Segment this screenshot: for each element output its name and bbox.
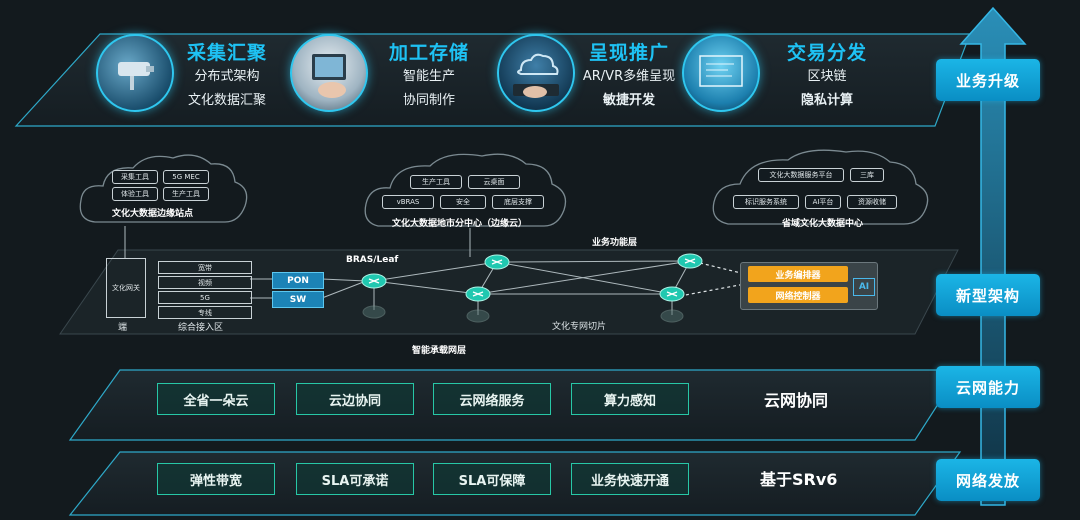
access-item: 专线 <box>158 306 252 319</box>
city-cloud <box>364 153 567 227</box>
feature-title: 采集汇聚 <box>186 42 267 64</box>
endpoint-label: 端 <box>118 323 128 333</box>
camera-icon <box>96 34 174 112</box>
feature-line: 隐私计算 <box>800 93 853 108</box>
business-layer-label: 业务功能层 <box>592 238 638 248</box>
city-chip: vBRAS <box>382 195 434 209</box>
cloud-item[interactable]: 算力感知 <box>571 383 689 415</box>
city-chip: 生产工具 <box>410 175 462 189</box>
province-chip: 标识服务系统 <box>733 195 799 209</box>
dashed-control-links <box>679 262 746 297</box>
bras-label: BRAS/Leaf <box>346 255 399 265</box>
edge-cloud <box>79 154 248 223</box>
edge-chip: 采集工具 <box>112 170 158 184</box>
feature-line: 区块链 <box>807 69 847 84</box>
cloud-item[interactable]: 云网络服务 <box>433 383 551 415</box>
cloud-item[interactable]: 云边协同 <box>296 383 414 415</box>
router-nodes <box>361 253 703 323</box>
province-chip: 三库 <box>850 168 884 182</box>
sw-node[interactable]: SW <box>272 291 324 308</box>
srv6-item[interactable]: 业务快速开通 <box>571 463 689 495</box>
controller-box[interactable]: 网络控制器 <box>748 287 848 303</box>
cloud-outlines <box>79 149 929 227</box>
city-chip: 底层支撑 <box>492 195 544 209</box>
feature-title: 交易分发 <box>786 42 867 64</box>
feature-line: 分布式架构 <box>194 69 260 84</box>
feature-line: 文化数据汇聚 <box>187 93 266 108</box>
feature-trade: 交易分发 区块链 隐私计算 <box>752 38 902 113</box>
access-item: 5G <box>158 291 252 304</box>
feature-title: 呈现推广 <box>588 42 669 64</box>
feature-process: 加工存储 智能生产 协同制作 <box>354 38 504 113</box>
slice-label: 文化专网切片 <box>552 322 607 332</box>
access-item: 宽带 <box>158 261 252 274</box>
access-item: 视频 <box>158 276 252 289</box>
province-chip: 文化大数据服务平台 <box>758 168 844 182</box>
feature-line: 协同制作 <box>402 93 455 108</box>
network-provision-button[interactable]: 网络发放 <box>936 459 1040 501</box>
edge-chip: 体验工具 <box>112 187 158 201</box>
srv6-item[interactable]: SLA可保障 <box>433 463 551 495</box>
cloud-network-capability-button[interactable]: 云网能力 <box>936 366 1040 408</box>
pon-node[interactable]: PON <box>272 272 324 289</box>
edge-chip: 5G MEC <box>163 170 209 184</box>
business-upgrade-button[interactable]: 业务升级 <box>936 59 1040 101</box>
city-cloud-title: 文化大数据地市分中心（边缘云） <box>392 219 528 229</box>
feature-title: 加工存储 <box>388 42 469 64</box>
province-chip: AI平台 <box>805 195 841 209</box>
layer3-label: 云网协同 <box>764 391 829 410</box>
culture-gateway: 文化网关 <box>106 258 146 318</box>
city-chip: 安全 <box>440 195 486 209</box>
feature-line: 智能生产 <box>402 69 455 84</box>
province-cloud-title: 省域文化大数据中心 <box>782 219 864 229</box>
cloud-item[interactable]: 全省一朵云 <box>157 383 275 415</box>
cloud-keyboard-icon <box>497 34 575 112</box>
network-plane <box>59 249 959 335</box>
edge-chip: 生产工具 <box>163 187 209 201</box>
feature-line: 敏捷开发 <box>602 93 655 108</box>
province-cloud <box>712 149 929 225</box>
feature-collect: 采集汇聚 分布式架构 文化数据汇聚 <box>152 38 302 113</box>
access-zone-label: 综合接入区 <box>178 323 224 333</box>
edge-cloud-title: 文化大数据边缘站点 <box>112 209 194 219</box>
province-chip: 资源收储 <box>847 195 897 209</box>
feature-present: 呈现推广 AR/VR多维呈现 敏捷开发 <box>554 38 704 113</box>
bearer-layer-label: 智能承载网层 <box>412 346 467 356</box>
srv6-item[interactable]: SLA可承诺 <box>296 463 414 495</box>
orchestrator-box[interactable]: 业务编排器 <box>748 266 848 282</box>
feature-line: AR/VR多维呈现 <box>582 69 676 84</box>
data-screen-icon <box>682 34 760 112</box>
tablet-icon <box>290 34 368 112</box>
ai-icon: AI <box>853 278 875 296</box>
new-architecture-button[interactable]: 新型架构 <box>936 274 1040 316</box>
srv6-item[interactable]: 弹性带宽 <box>157 463 275 495</box>
layer4-label: 基于SRv6 <box>760 470 838 489</box>
upgrade-arrow <box>959 6 1027 506</box>
city-chip: 云桌面 <box>468 175 520 189</box>
